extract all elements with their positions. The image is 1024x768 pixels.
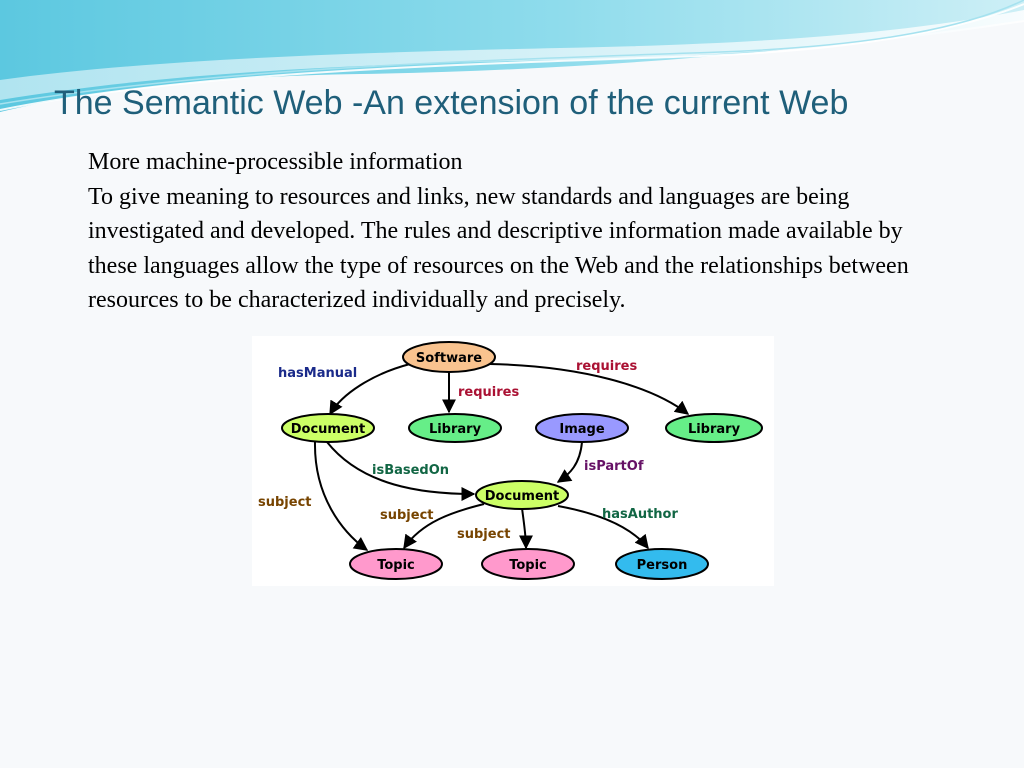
edge-subject-1 (313, 441, 369, 551)
node-library-1: Library (408, 413, 502, 443)
body-line-1: More machine-processible information (88, 149, 463, 175)
edge-subject-3 (518, 507, 533, 550)
label-subject-2: subject (380, 508, 434, 523)
slide-body: More machine-processible information To … (88, 145, 948, 318)
node-library-1-label: Library (429, 422, 482, 437)
node-document-1-label: Document (291, 422, 366, 437)
label-isbasedon: isBasedOn (372, 463, 449, 478)
node-software: Software (402, 341, 496, 373)
node-software-label: Software (416, 351, 482, 366)
node-topic-1-label: Topic (377, 558, 415, 573)
header-wave-decoration (0, 0, 1024, 112)
node-document-1: Document (281, 413, 375, 443)
body-paragraph: To give meaning to resources and links, … (88, 183, 909, 314)
node-document-2: Document (475, 480, 569, 510)
edge-subject-2 (403, 503, 485, 550)
edge-ispartof (556, 441, 583, 483)
semantic-web-diagram: Software Document Library Image Library … (252, 336, 774, 586)
edge-hasauthor (557, 505, 649, 550)
node-person: Person (615, 548, 709, 580)
label-subject-1: subject (258, 495, 312, 510)
label-hasauthor: hasAuthor (602, 507, 678, 522)
node-topic-2: Topic (481, 548, 575, 580)
edge-isbasedon (326, 441, 476, 501)
node-topic-1: Topic (349, 548, 443, 580)
node-library-2-label: Library (688, 422, 741, 437)
node-library-2: Library (665, 413, 763, 443)
node-image: Image (535, 413, 629, 443)
node-topic-2-label: Topic (509, 558, 547, 573)
label-subject-3: subject (457, 527, 511, 542)
label-requires-1: requires (458, 385, 519, 400)
label-hasmanual: hasManual (278, 366, 357, 381)
node-person-label: Person (637, 558, 688, 573)
node-image-label: Image (559, 422, 604, 437)
edge-requires-2 (489, 363, 690, 415)
label-ispartof: isPartOf (584, 459, 644, 474)
label-requires-2: requires (576, 359, 637, 374)
edge-hasmanual (329, 363, 411, 416)
slide-title: The Semantic Web -An extension of the cu… (54, 84, 849, 122)
node-document-2-label: Document (485, 489, 560, 504)
diagram-background (252, 336, 774, 586)
